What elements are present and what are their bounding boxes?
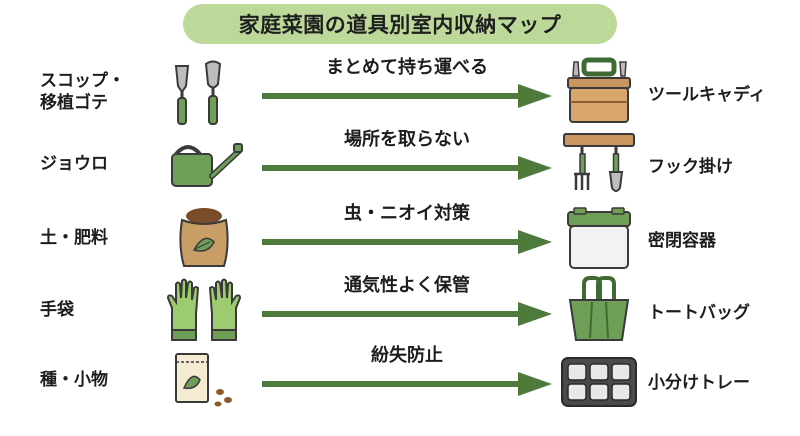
arrow bbox=[262, 84, 552, 108]
row-trowels: スコップ・ 移植ゴテ まとめて持ち運べる ツールキャディ bbox=[0, 56, 800, 128]
method-label: まとめて持ち運べる bbox=[326, 57, 488, 78]
item-label-line: 土・肥料 bbox=[40, 228, 108, 248]
item-label: 土・肥料 bbox=[40, 202, 160, 274]
item-label-line: 移植ゴテ bbox=[40, 93, 108, 113]
item-label-line: ジョウロ bbox=[40, 154, 108, 174]
trowels-icon bbox=[164, 60, 244, 125]
storage-label: トートバッグ bbox=[648, 302, 750, 323]
page-title: 家庭菜園の道具別室内収納マップ bbox=[183, 4, 617, 44]
arrow bbox=[262, 156, 552, 180]
item-label: 手袋 bbox=[40, 274, 160, 346]
item-label: ジョウロ bbox=[40, 128, 160, 200]
method-label: 虫・ニオイ対策 bbox=[344, 203, 470, 224]
row-gloves: 手袋 通気性よく保管 トートバッグ bbox=[0, 274, 800, 346]
item-label-line: スコップ・ bbox=[40, 71, 125, 91]
wall-hook-icon bbox=[558, 130, 640, 198]
row-soil: 土・肥料 虫・ニオイ対策 密閉容器 bbox=[0, 202, 800, 274]
method-label: 場所を取らない bbox=[344, 129, 470, 150]
method-label: 通気性よく保管 bbox=[344, 275, 470, 296]
soil-bag-icon bbox=[164, 206, 244, 270]
tote-bag-icon bbox=[558, 276, 640, 344]
storage-label: 小分けトレー bbox=[648, 372, 750, 393]
tool-caddy-icon bbox=[558, 57, 640, 126]
gloves-icon bbox=[164, 278, 244, 342]
seed-packet-icon bbox=[164, 348, 244, 412]
method-label: 紛失防止 bbox=[371, 345, 443, 366]
airtight-container-icon bbox=[558, 204, 640, 272]
divided-tray-icon bbox=[558, 346, 640, 414]
item-label: 種・小物 bbox=[40, 344, 160, 416]
item-label: スコップ・ 移植ゴテ bbox=[40, 56, 160, 128]
row-seeds: 種・小物 紛失防止 小分けトレー bbox=[0, 344, 800, 416]
storage-label: ツールキャディ bbox=[648, 84, 766, 105]
row-watering-can: ジョウロ 場所を取らない フック掛け bbox=[0, 128, 800, 200]
item-label-line: 種・小物 bbox=[40, 370, 108, 390]
arrow bbox=[262, 230, 552, 254]
arrow bbox=[262, 302, 552, 326]
storage-label: 密閉容器 bbox=[648, 230, 716, 251]
storage-label: フック掛け bbox=[648, 156, 733, 177]
watering-can-icon bbox=[164, 132, 244, 196]
arrow bbox=[262, 372, 552, 396]
item-label-line: 手袋 bbox=[40, 300, 74, 320]
